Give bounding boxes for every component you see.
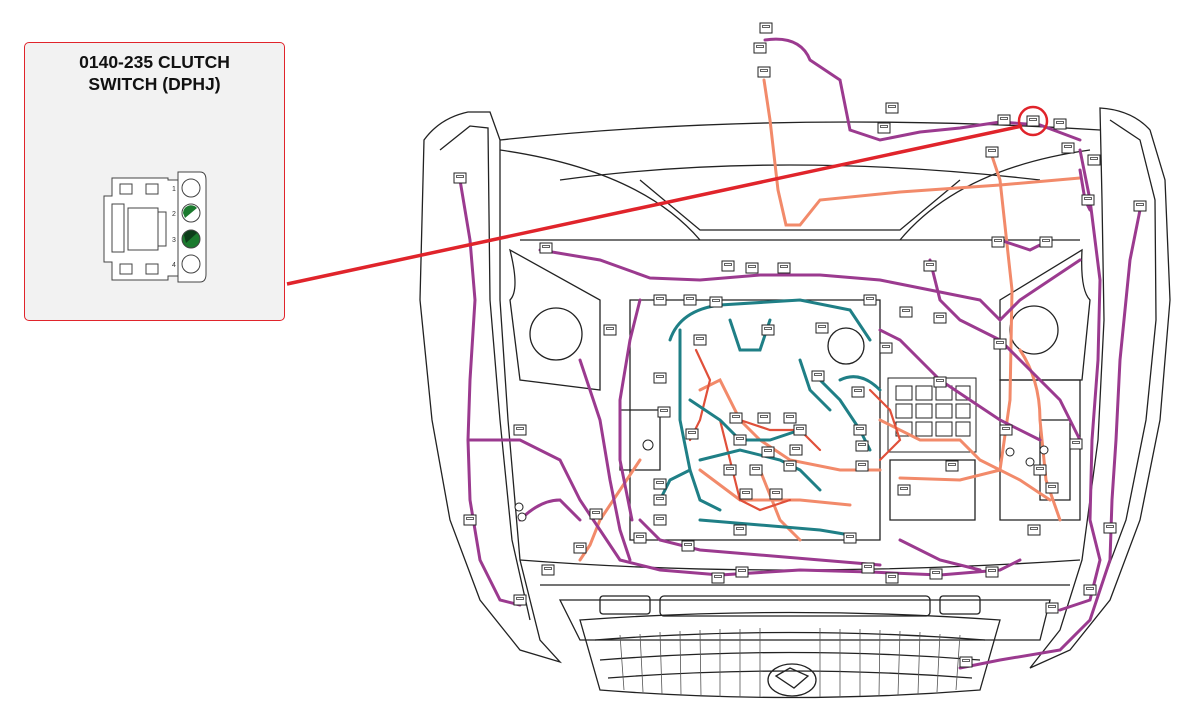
salmon-harness: [578, 78, 1082, 562]
pin-number-3: 3: [172, 237, 176, 244]
clutch-switch-connector: [1026, 115, 1040, 127]
pin-4: [181, 254, 201, 274]
callout-title-line-1: 0140-235 CLUTCH: [79, 52, 230, 72]
connector-pins: 1 2 3 4: [172, 178, 201, 274]
callout-leader-line: [286, 124, 1023, 286]
clutch-switch-highlight-circle: [1017, 105, 1049, 137]
pin-number-1: 1: [172, 186, 176, 193]
pin-number-4: 4: [172, 262, 176, 269]
callout-title-line-2: SWITCH (DPHJ): [88, 74, 221, 94]
callout-title: 0140-235 CLUTCH SWITCH (DPHJ): [25, 51, 284, 95]
pin-number-2: 2: [172, 211, 176, 218]
grille-bars: [619, 628, 961, 697]
pin-1: [181, 178, 201, 198]
ring-terminals: [514, 439, 1049, 522]
pin-2-wire-color: [183, 205, 197, 218]
red-harness: [688, 348, 902, 512]
pin-3-wire-color: [184, 230, 197, 243]
connector-pinout: [103, 171, 207, 283]
